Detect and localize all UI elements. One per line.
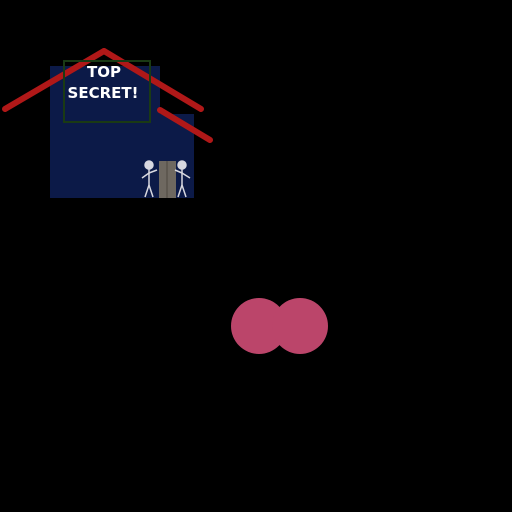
guard-left-leg-right	[148, 184, 154, 198]
guard-left-arm-right	[148, 169, 158, 174]
guard-left-head	[144, 160, 154, 170]
sign-text-line1: TOP	[87, 63, 121, 81]
building-wall-left	[50, 66, 160, 198]
guard-right[interactable]	[174, 160, 191, 198]
roof-annex	[157, 107, 213, 143]
guard-left-leg-left	[144, 184, 150, 198]
top-secret-sign: TOP SECRET!	[63, 60, 151, 123]
player-character[interactable]	[231, 298, 328, 354]
guard-right-leg-left	[177, 184, 183, 198]
guard-right-leg-right	[181, 184, 187, 198]
guard-left-arm-left	[141, 172, 150, 179]
guard-right-arm-right	[181, 172, 191, 179]
player-right-circle	[272, 298, 328, 354]
guard-left[interactable]	[141, 160, 158, 198]
player-left-circle	[231, 298, 287, 354]
sign-text-line2: SECRET!	[68, 84, 139, 102]
guard-right-arm-left	[174, 169, 183, 174]
sign-border	[63, 60, 151, 123]
secret-building[interactable]: TOP SECRET!	[2, 48, 213, 198]
guard-right-head	[177, 160, 187, 170]
